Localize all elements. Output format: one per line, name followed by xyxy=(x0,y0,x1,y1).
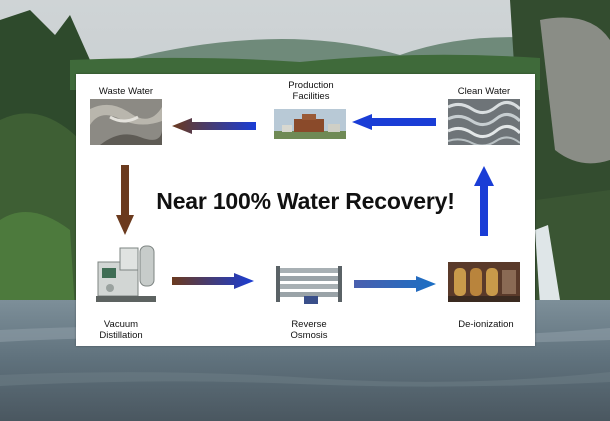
waste-water-label: Waste Water xyxy=(98,86,154,97)
waste-water-image xyxy=(90,99,162,145)
headline-text: Near 100% Water Recovery! xyxy=(156,188,455,214)
vacuum-distillation-image xyxy=(96,245,156,302)
vacuum-distillation-label: Vacuum Distillation xyxy=(99,319,143,341)
reverse-osmosis-label: Reverse Osmosis xyxy=(290,319,328,341)
arrow-deionization-to-clean xyxy=(474,166,494,236)
clean-water-label: Clean Water xyxy=(457,86,511,97)
arrow-clean-to-production xyxy=(352,114,436,130)
process-panel: Waste Water Production Facilities Clean … xyxy=(76,74,535,346)
arrow-vacuum-to-ro xyxy=(172,273,254,289)
deionization-label: De-ionization xyxy=(458,319,514,330)
clean-water-image xyxy=(448,99,520,145)
production-facilities-label: Production Facilities xyxy=(288,80,334,102)
arrow-waste-to-vacuum xyxy=(116,165,134,235)
arrow-production-to-waste xyxy=(172,118,256,134)
arrow-ro-to-deionization xyxy=(354,276,436,292)
production-facilities-image xyxy=(274,109,346,139)
deionization-image xyxy=(448,262,520,302)
reverse-osmosis-image xyxy=(276,266,342,304)
